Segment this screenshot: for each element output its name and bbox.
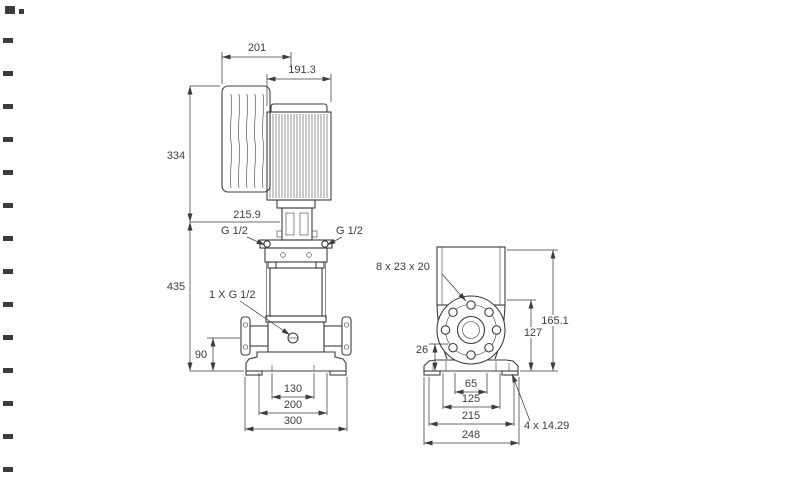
bolt-hole-icon — [491, 325, 502, 335]
dim-248-label: 248 — [462, 429, 480, 441]
baseplate-front — [423, 359, 519, 376]
dim-201: 201 — [221, 42, 292, 84]
dim-127-label: 127 — [524, 327, 542, 339]
dim-201-label: 201 — [248, 42, 266, 54]
port-left-label: G 1/2 — [221, 225, 248, 237]
dim-65: 65 — [454, 373, 488, 395]
dim-191-3: 191.3 — [266, 64, 332, 106]
dim-215-9-label: 215.9 — [233, 209, 261, 221]
bolt-hole-icon — [484, 342, 494, 353]
dim-248: 248 — [423, 377, 520, 446]
dim-130: 130 — [271, 373, 315, 400]
edge-marks — [3, 6, 24, 472]
dim-215: 215 — [428, 377, 515, 427]
flange-left — [240, 316, 251, 356]
dim-65-label: 65 — [465, 378, 477, 390]
drain-label-group: 1 X G 1/2 — [209, 289, 291, 336]
bolt-hole-icon — [440, 325, 451, 335]
dim-300: 300 — [244, 377, 348, 432]
dim-215-9: 215.9 — [190, 209, 280, 223]
frequency-converter-box — [221, 85, 271, 193]
dim-334: 334 — [167, 85, 220, 222]
bolt-hole-icon — [466, 300, 476, 310]
port-label-left: G 1/2 — [221, 225, 266, 246]
chamber-stack — [265, 262, 327, 323]
dim-165-1: 165.1 — [507, 249, 571, 371]
motor — [266, 103, 332, 201]
dim-191-3-label: 191.3 — [288, 64, 316, 76]
dim-90: 90 — [195, 337, 240, 371]
base-hole-note-group: 4 x 14.29 — [511, 373, 569, 432]
drain-label: 1 X G 1/2 — [209, 289, 255, 301]
dim-26: 26 — [416, 343, 448, 371]
dim-125: 125 — [442, 373, 501, 410]
port-label-right: G 1/2 — [326, 225, 363, 246]
side-view: 201 191.3 334 215.9 435 — [167, 42, 363, 432]
bolt-hole-icon — [448, 307, 458, 318]
baseplate-side — [245, 351, 347, 376]
port-right-label: G 1/2 — [336, 225, 363, 237]
bolt-hole-icon — [484, 307, 494, 318]
dim-435: 435 — [167, 222, 244, 372]
dim-130-label: 130 — [284, 383, 302, 395]
port-plug-right-icon — [321, 240, 329, 248]
flange-right — [341, 316, 352, 356]
port-plug-left-icon — [263, 240, 271, 248]
dim-215-label: 215 — [462, 410, 480, 422]
dim-90-label: 90 — [195, 349, 207, 361]
flange-note-group: 8 x 23 x 20 — [376, 261, 467, 302]
dim-26-label: 26 — [416, 344, 428, 356]
dim-200: 200 — [258, 373, 328, 416]
base-hole-note-label: 4 x 14.29 — [524, 420, 569, 432]
dim-334-label: 334 — [167, 150, 185, 162]
dim-435-label: 435 — [167, 281, 185, 293]
dim-125-label: 125 — [462, 393, 480, 405]
front-view: 8 x 23 x 20 26 127 165.1 — [376, 246, 571, 446]
dim-200-label: 200 — [284, 399, 302, 411]
pump-inlet-body — [240, 316, 352, 356]
bolt-hole-icon — [466, 350, 476, 360]
coupling-lantern — [276, 199, 318, 241]
flange-note-label: 8 x 23 x 20 — [376, 261, 430, 273]
dim-165-1-label: 165.1 — [541, 315, 569, 327]
dim-300-label: 300 — [284, 415, 302, 427]
mounting-flange — [436, 295, 506, 365]
dim-127: 127 — [507, 299, 558, 372]
bolt-hole-icon — [448, 342, 458, 353]
pump-head — [259, 239, 333, 269]
